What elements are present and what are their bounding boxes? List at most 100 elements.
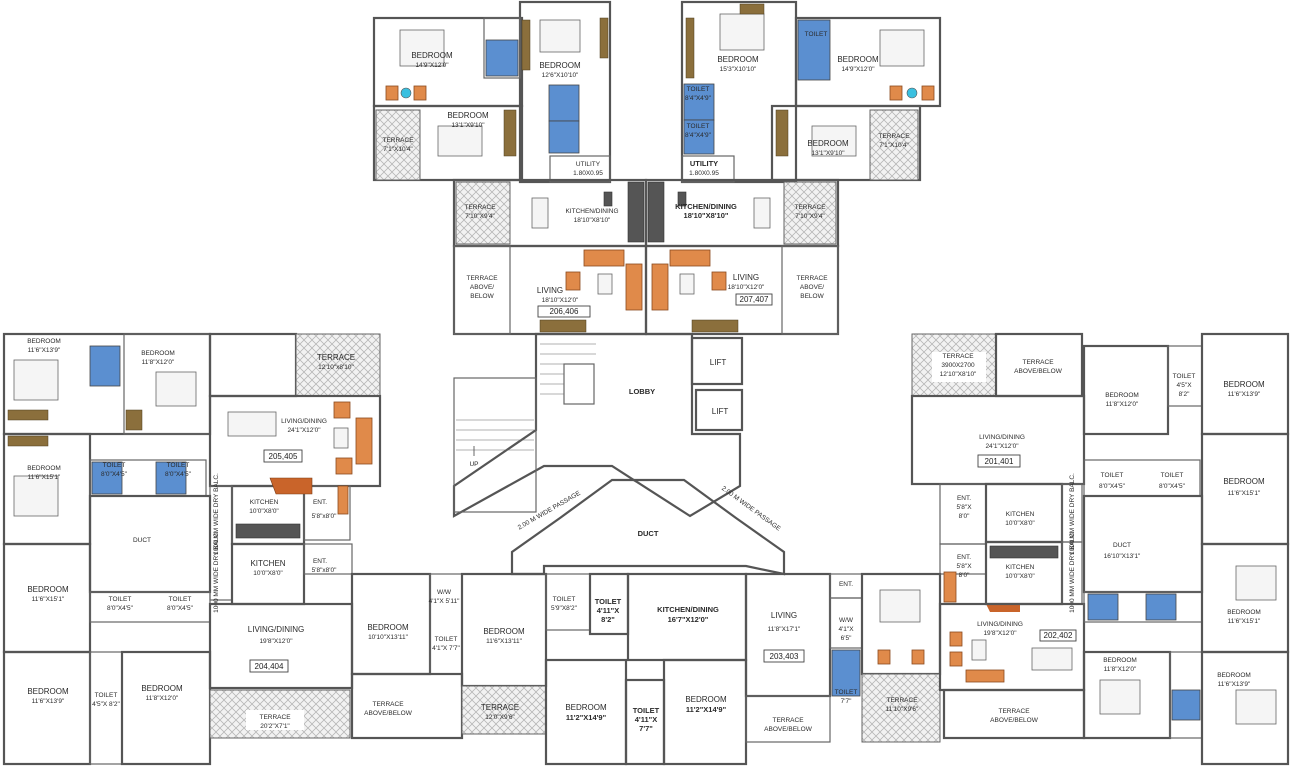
label-size: 11'6"X13'9" [32,698,65,705]
svg-text:BEDROOM: BEDROOM [27,338,61,345]
svg-text:7'10"X9'4": 7'10"X9'4" [465,213,495,220]
svg-text:11'6"X15'1": 11'6"X15'1" [1228,618,1261,625]
svg-text:TOILET: TOILET [553,596,576,603]
svg-text:TERRACE: TERRACE [481,703,519,712]
label-name: ENT. [313,558,327,565]
label-name: KITCHEN [250,499,279,506]
label-name: UTILITY [690,159,718,168]
label-size: 18'10"X8'10" [684,211,729,220]
svg-text:203,403: 203,403 [770,652,799,661]
svg-text:BELOW: BELOW [800,293,824,300]
label-name: BEDROOM [27,687,69,696]
svg-text:BEDROOM: BEDROOM [717,55,759,64]
svg-text:ABOVE/BELOW: ABOVE/BELOW [764,726,813,733]
label-name: KITCHEN [1006,564,1035,571]
label-name: BEDROOM [1223,380,1265,389]
svg-text:TOILET: TOILET [633,706,660,715]
svg-text:BEDROOM: BEDROOM [837,55,879,64]
svg-text:5'8"x8'0": 5'8"x8'0" [312,567,337,574]
svg-text:206,406: 206,406 [550,307,579,316]
right-wing: TERRACE 3900X2700 12'10"X8'10" TERRACE A… [829,332,1290,766]
label-name: LIVING [771,611,797,620]
svg-text:1000 MM WIDE DRY BALC.: 1000 MM WIDE DRY BALC. [213,531,220,613]
label-name: TERRACE [259,714,291,721]
svg-text:11'6"X15'1": 11'6"X15'1" [28,474,61,481]
label-size: 5'8"X [956,504,972,511]
label-name: ENT. [957,554,971,561]
label-line: 8'0" [959,572,970,579]
label-line: BELOW [470,293,494,300]
svg-text:11'8"X12'0": 11'8"X12'0" [1106,401,1139,408]
label-name: BEDROOM [141,350,175,357]
svg-text:4'1"X: 4'1"X [838,626,854,633]
label-size: ABOVE/BELOW [1014,368,1063,375]
svg-text:LIVING/DINING: LIVING/DINING [979,434,1025,441]
svg-text:TOILET: TOILET [1161,472,1184,479]
label-line: BELOW [800,293,824,300]
svg-text:11'8"X17'1": 11'8"X17'1" [768,626,801,633]
label-name: KITCHEN/DINING [675,202,737,211]
svg-text:24'1"X12'0": 24'1"X12'0" [287,427,321,434]
svg-text:5'8"X: 5'8"X [956,504,972,511]
svg-text:TOILET: TOILET [109,596,132,603]
flat-number-tag [537,305,591,318]
svg-text:W/W: W/W [839,617,854,624]
svg-text:205,405: 205,405 [269,452,298,461]
label-name: LIVING/DINING [977,621,1023,628]
svg-text:TERRACE: TERRACE [259,714,291,721]
label-size: 12'0"X9'6" [485,714,515,721]
label-line: ABOVE/ [800,284,824,291]
svg-text:TERRACE: TERRACE [998,708,1030,715]
label-name: TERRACE [1022,359,1054,366]
label-size: 10'0"X8'0" [249,508,279,515]
label-name: BEDROOM [837,55,879,64]
label-line: 12'10"X8'10" [940,371,977,378]
flat-number-tag [263,449,303,463]
svg-text:18'10"X12'0": 18'10"X12'0" [542,297,579,304]
label-name: UTILITY [576,161,601,168]
svg-text:7'7": 7'7" [639,724,653,733]
label-size: 19'8"X12'0" [259,638,293,645]
svg-text:1000 MM WIDE DRY BALC.: 1000 MM WIDE DRY BALC. [1069,531,1076,613]
svg-text:DUCT: DUCT [638,529,659,538]
svg-text:11'10"X9'6": 11'10"X9'6" [886,706,919,713]
label-name: BEDROOM [1227,609,1261,616]
flat-number: 204,404 [255,662,284,671]
label-name: BEDROOM [807,139,849,148]
top-right-living-zone: KITCHEN/DINING 18'10"X8'10" TERRACE 7'10… [644,178,840,336]
label-line: 6'5" [841,635,852,642]
label-name: TOILET [835,689,858,696]
svg-text:LIVING/DINING: LIVING/DINING [977,621,1023,628]
svg-text:BEDROOM: BEDROOM [807,139,849,148]
label-name: TOILET [167,462,190,469]
label-size: 10'0"X8'0" [1005,520,1035,527]
label-size: 8'0"X4'5" [107,605,134,612]
label-size: 14'9"X12'0" [415,62,449,69]
svg-text:TOILET: TOILET [805,31,828,38]
svg-text:TOILET: TOILET [103,462,126,469]
svg-text:14'9"X12'0": 14'9"X12'0" [415,62,449,69]
svg-text:8'2": 8'2" [1179,391,1190,398]
label-size: 11'6"X15'1" [32,596,65,603]
label-size: 12'10"x8'10" [318,364,354,371]
svg-text:4'1"X 7'7": 4'1"X 7'7" [432,645,460,652]
svg-text:KITCHEN: KITCHEN [250,559,285,568]
label-name: KITCHEN [250,559,285,568]
svg-text:ENT.: ENT. [957,495,971,502]
label-size: 4'5"X [1176,382,1192,389]
label-name: TOILET [687,86,710,93]
label-size: 7'10"X9'4" [465,213,495,220]
svg-text:BEDROOM: BEDROOM [1103,657,1137,664]
svg-text:11'6"X13'11": 11'6"X13'11" [486,638,522,645]
lift-label: LIFT [710,358,727,367]
label-size: 4'1"X 5'11" [429,598,461,605]
label-size: 7'10"X9'4" [795,213,825,220]
svg-text:BEDROOM: BEDROOM [1223,477,1265,486]
svg-text:6'5": 6'5" [841,635,852,642]
svg-text:BEDROOM: BEDROOM [1217,672,1251,679]
label-name: W/W [437,589,452,596]
label-size: 8'0"X4'5" [167,605,194,612]
label-size: 19'8"X12'0" [983,630,1017,637]
svg-text:BELOW: BELOW [470,293,494,300]
lobby-label: LOBBY [629,387,655,396]
